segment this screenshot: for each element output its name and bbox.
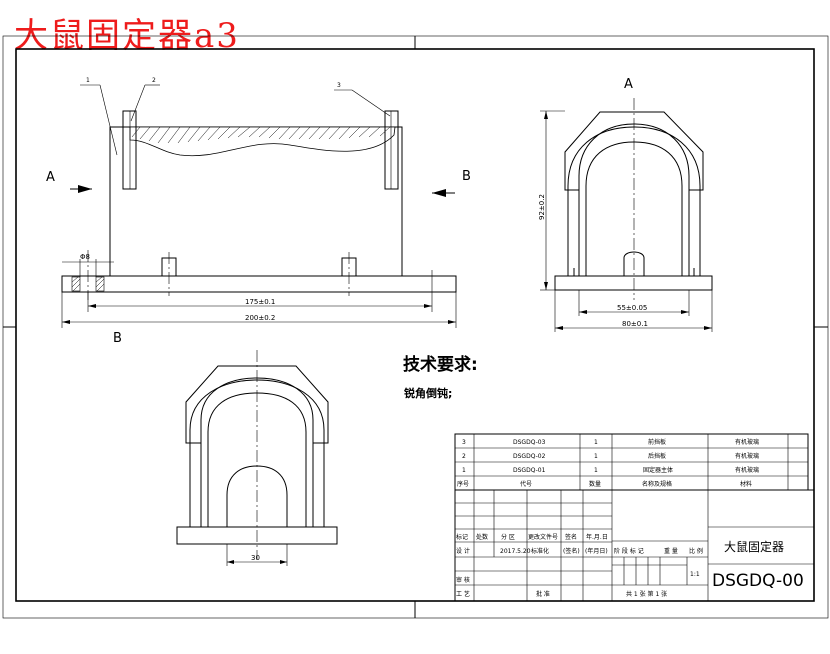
bom-row-qty: 1 <box>594 439 598 446</box>
balloon-1: 1 <box>86 77 90 84</box>
tech-requirements-item: 锐角倒钝; <box>404 386 452 400</box>
bom-header-qty: 数量 <box>589 480 601 488</box>
view-label-b-bottom: B <box>113 331 122 346</box>
bom-row-code: DSGDQ-03 <box>513 439 546 446</box>
rev-header: 签名 <box>565 533 577 541</box>
bom-table: 3 DSGDQ-03 1 前挡板 有机玻璃 2 DSGDQ-02 1 后挡板 有… <box>454 433 809 491</box>
rear-plate <box>122 110 137 190</box>
dim-175: 175±0.1 <box>245 298 275 306</box>
stage-header-weight: 重 量 <box>664 547 678 555</box>
process-label: 工 艺 <box>456 590 470 598</box>
part-name: 大鼠固定器 <box>724 539 784 554</box>
bom-row-no: 1 <box>462 467 466 474</box>
bom-row-mat: 有机玻璃 <box>735 466 759 474</box>
stage-header-scale: 比 例 <box>689 547 703 555</box>
date-label: (年月日) <box>585 547 608 555</box>
bom-row-mat: 有机玻璃 <box>735 438 759 446</box>
sheet-count: 共 1 张 第 1 张 <box>626 590 667 598</box>
bom-row-qty: 1 <box>594 453 598 460</box>
drawing-number: DSGDQ-00 <box>712 571 804 591</box>
design-label: 设 计 <box>456 547 470 555</box>
bom-row-code: DSGDQ-01 <box>513 467 546 474</box>
rev-header: 更改文件号 <box>528 533 558 541</box>
bom-row-name: 固定器主体 <box>643 466 673 474</box>
std-label: 标准化 <box>531 547 549 555</box>
tech-requirements-title: 技术要求: <box>403 354 478 375</box>
bom-header-name: 名称及规格 <box>642 480 672 488</box>
scale-value: 1:1 <box>690 571 700 578</box>
bom-header-no: 序号 <box>457 480 469 488</box>
bom-row-no: 2 <box>462 453 466 460</box>
sign-label: (签名) <box>563 547 580 555</box>
cut-section <box>129 126 396 157</box>
approve-label: 批 准 <box>536 590 550 598</box>
bom-row-name: 前挡板 <box>648 438 666 446</box>
rev-header: 处数 <box>476 533 488 541</box>
front-plate <box>384 110 399 190</box>
dim-pin-dia: Φ8 <box>80 253 90 261</box>
view-arrow-a: A <box>46 170 55 185</box>
dim-92: 92±0.2 <box>538 194 546 220</box>
dim-55: 55±0.05 <box>617 304 647 312</box>
bom-row-mat: 有机玻璃 <box>735 452 759 460</box>
bom-row-name: 后挡板 <box>648 452 666 460</box>
rev-header: 分 区 <box>501 533 515 541</box>
stage-header-marks: 阶 段 标 记 <box>614 547 644 555</box>
rev-header: 年.月.日 <box>586 533 608 541</box>
cut-hatch <box>131 126 391 144</box>
view-arrow-b: B <box>462 169 471 184</box>
front-view: Φ8 175±0.1 200±0.2 A B B 1 2 3 <box>46 77 471 346</box>
design-date: 2017.5.20 <box>500 548 531 555</box>
balloon-3: 3 <box>337 82 341 89</box>
bom-header-code: 代号 <box>520 480 532 488</box>
dim-80: 80±0.1 <box>622 320 648 328</box>
bom-header-mat: 材料 <box>740 480 752 488</box>
bom-row-no: 3 <box>462 439 466 446</box>
side-view-b: 30 <box>176 350 338 566</box>
side-view-a-label: A <box>624 77 633 92</box>
dim-30: 30 <box>251 554 260 562</box>
bom-row-code: DSGDQ-02 <box>513 453 546 460</box>
rev-header: 标记 <box>456 533 468 541</box>
side-view-a: A 92±0.2 55±0.05 80±0.1 <box>538 77 713 332</box>
bom-row-qty: 1 <box>594 467 598 474</box>
title-block: 标记 处数 分 区 更改文件号 签名 年.月.日 设 计 2017.5.20 标… <box>454 489 815 602</box>
front-base <box>61 275 457 293</box>
review-label: 审 核 <box>456 576 470 584</box>
dim-200: 200±0.2 <box>245 314 275 322</box>
centering-marks <box>3 36 828 618</box>
balloon-2: 2 <box>152 77 156 84</box>
